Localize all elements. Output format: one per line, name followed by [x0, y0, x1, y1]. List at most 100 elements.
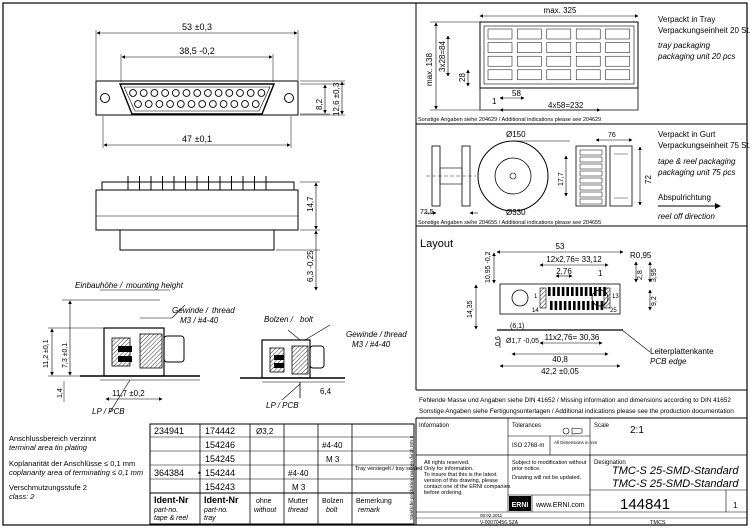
header-f-en: remark [358, 507, 380, 514]
lp-pcb-label-left: LP / PCB [92, 407, 125, 416]
connector-pin [209, 100, 217, 108]
pin-1-label: 1 [534, 294, 538, 300]
thread-label-en-right: thread [384, 330, 407, 339]
pcb-layout: Layout 53 12x2,76= 33,12 2,76 R0,95 1 2,… [420, 238, 714, 376]
row5-d: M 3 [292, 483, 306, 492]
tolerances-label: Tolerances [512, 423, 541, 429]
side-view: 14,7 6,3 -0,25 [95, 176, 320, 291]
tape-pocket [579, 156, 603, 163]
dim-shell-width: 47 ±0,1 [182, 134, 212, 144]
tape-pocket [579, 198, 603, 205]
reel-dim-76: 76 [608, 132, 616, 139]
tape-pocket [579, 170, 603, 177]
thread-value: M3 / #4-40 [180, 316, 219, 325]
connector-pin [230, 100, 239, 108]
tray-cell [517, 28, 542, 40]
layout-dim-42-2: 42,2 ±0,05 [541, 367, 579, 376]
pcb-pad [571, 287, 574, 296]
connector-pin [166, 100, 174, 108]
row1-b: 174442 [205, 426, 235, 436]
pcb-pad [586, 301, 590, 310]
tray-dim-rows: 3x28=84 [438, 41, 447, 72]
pin-14-label: 14 [532, 308, 539, 314]
website: www.ERNI.com [535, 502, 585, 509]
thread-label-en: thread [212, 306, 235, 315]
pcb-pad [573, 301, 576, 310]
tray-dim-1: 1 [492, 97, 497, 106]
pcb-edge-en: PCB edge [650, 357, 687, 366]
tray-cell [517, 42, 542, 53]
connector-pin [219, 100, 228, 108]
brand-logo-text: ERNI [512, 502, 529, 509]
layout-dim-2-8: 2,8 [637, 270, 644, 280]
dim-inner-width: 38,5 -0,2 [179, 46, 215, 56]
pcb-pad [598, 287, 602, 296]
layout-dim-0-6: 0,6 [495, 336, 502, 346]
tray-cell [605, 69, 630, 81]
tray-dim-58: 58 [512, 89, 521, 98]
connector-pin [187, 100, 196, 108]
connector-pin [225, 89, 234, 97]
header-e-en: bolt [326, 507, 338, 514]
reel-title-de: Verpackt in Gurt [658, 130, 716, 139]
rights-line-2: Only for information. [424, 466, 474, 472]
tray-cell [517, 55, 542, 67]
header-a-en2: tape & reel [154, 515, 188, 522]
mount-height-en: mounting height [126, 281, 184, 290]
pcb-pad [561, 287, 565, 296]
tape-pocket [579, 184, 603, 191]
tape-pocket [579, 191, 603, 198]
thread-label-de: Gewinde / [172, 306, 209, 315]
reel-dim-72: 72 [644, 175, 653, 184]
row4-b: 154244 [205, 468, 235, 478]
dim-6-4: 6,4 [320, 387, 332, 396]
drawing-number: 144841 [620, 496, 670, 513]
connector-pin [257, 89, 266, 97]
tray-cell [575, 42, 601, 53]
tray-cell [487, 69, 513, 81]
layout-dim-hole: Ø1,7 -0,05 [506, 338, 539, 345]
rights-line-4: version of this drawing, please [424, 478, 498, 484]
thread-label-de-right: Gewinde / [346, 330, 383, 339]
tolerance-std: ISO 2768-m [512, 443, 544, 449]
connector-pin [150, 89, 159, 97]
row5-b: 154243 [205, 482, 235, 492]
rights-line-6: before ordering. [424, 490, 463, 496]
pin-13-label: 13 [612, 294, 619, 300]
connector-pin [129, 89, 137, 97]
layout-dim-1: 1 [598, 269, 603, 278]
reel-dim-d330: Ø330 [506, 208, 526, 217]
reel-dim-d150: Ø150 [506, 130, 526, 139]
tray-cell [487, 55, 513, 67]
row4-a: 364384 [154, 468, 184, 478]
tray-cell [546, 69, 572, 81]
pin-25-label: 25 [610, 308, 617, 314]
layout-dim-53: 53 [556, 242, 565, 251]
connector-pin [193, 89, 202, 97]
row4-remark: Tray versiegelt / tray sealed [355, 466, 422, 472]
tray-cell [605, 42, 630, 53]
dim-section-w1: 11,7 ±0,2 [112, 389, 145, 398]
ident-table: 234941 174442 Ø3,2 154246 #4-40 154245 M… [149, 423, 422, 525]
pcb-pad [568, 301, 571, 310]
tray-cell [546, 42, 572, 53]
specs-block: Anschlussbereich verzinnt terminal area … [9, 434, 143, 501]
reel-drawing: Ø150 Ø330 72,5 17,7 76 72 Verpackt in Gu… [418, 130, 750, 226]
pcb-pad [589, 287, 592, 296]
reel-title-en: tape & reel packaging [658, 157, 736, 166]
tray-dim-height: max. 138 [425, 53, 434, 86]
spec-line-5: Verschmutzungsstufe 2 [9, 483, 87, 492]
pcb-pad [554, 301, 558, 310]
connector-pin [182, 89, 191, 97]
lp-pcb-label-right: LP / PCB [266, 401, 299, 410]
tray-dim-width: max. 325 [544, 6, 577, 15]
layout-dim-11x: 11x2,76= 30,36 [545, 333, 600, 342]
connector-pin [204, 89, 212, 97]
erni-logo [509, 496, 531, 511]
connector-pin [144, 100, 153, 108]
header-c-en: without [254, 507, 277, 514]
pcb-pad [582, 301, 585, 310]
dim-height-body: 8,2 [315, 98, 324, 110]
